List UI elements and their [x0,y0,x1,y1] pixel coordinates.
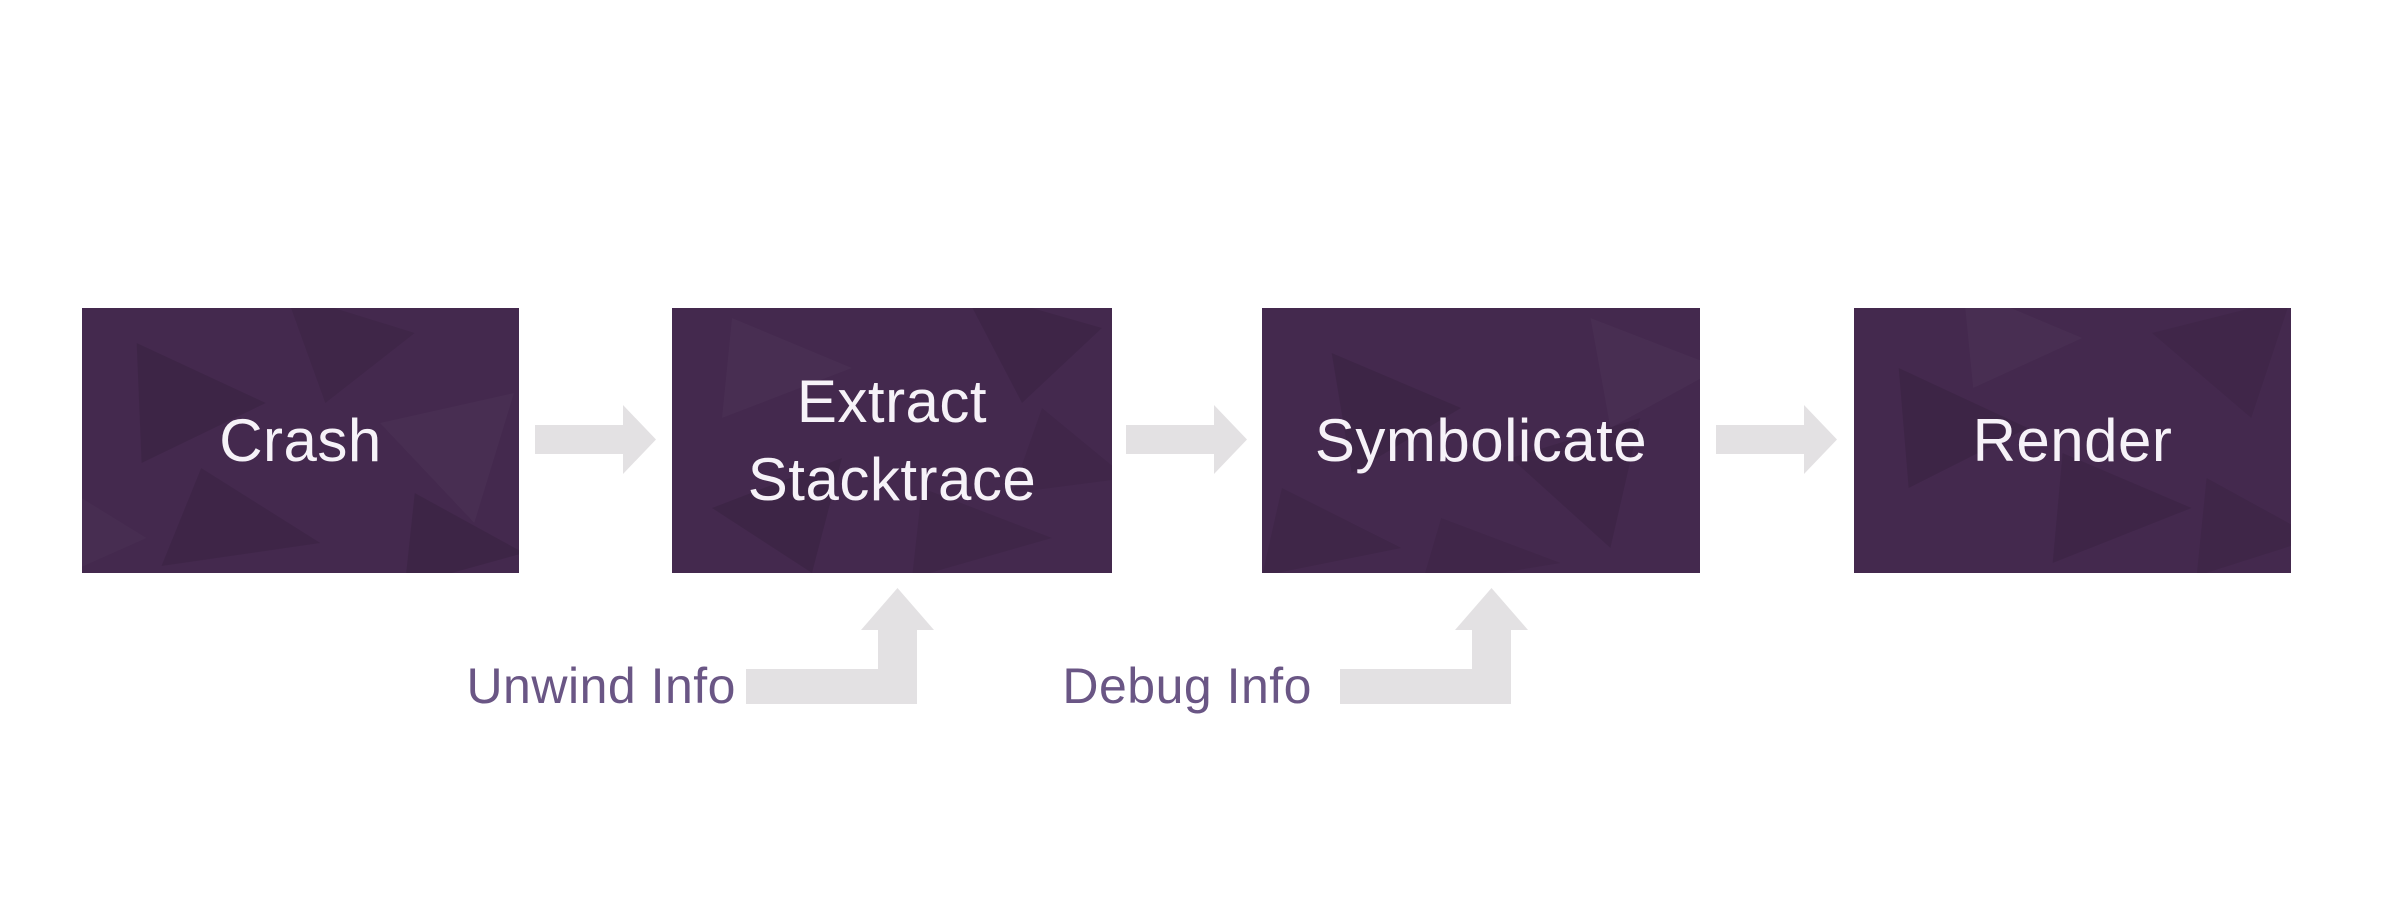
flow-arrow-right-icon [535,405,656,474]
step-box-extract-stacktrace: Extract Stacktrace [672,308,1112,573]
step-label: Crash [219,406,382,474]
elbow-arrow-up-icon [1340,588,1528,704]
flow-arrow-right-icon [1126,405,1247,474]
input-label-debug-info: Debug Info [1062,658,1312,714]
flow-arrow-right-icon [1716,405,1837,474]
elbow-arrow-up-icon [746,588,934,704]
step-label: Extract Stacktrace [747,367,1037,513]
input-label-unwind-info: Unwind Info [466,658,736,714]
step-box-crash: Crash [82,308,519,573]
step-label: Symbolicate [1314,406,1648,474]
step-box-symbolicate: Symbolicate [1262,308,1700,573]
step-box-render: Render [1854,308,2291,573]
step-label: Render [1972,406,2173,474]
